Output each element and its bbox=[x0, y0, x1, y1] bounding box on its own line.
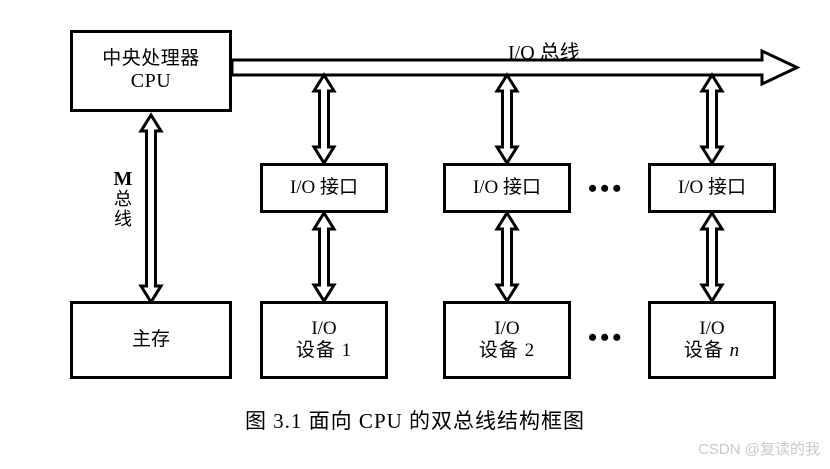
box-io-device-n: I/O 设备 n bbox=[648, 301, 776, 379]
box-io-device-n-index: n bbox=[729, 340, 741, 361]
box-io-device-2-prefix: 设备 bbox=[478, 340, 519, 361]
box-io-device-1-index: 1 bbox=[341, 340, 353, 361]
m-bus-label: M 总线 bbox=[110, 168, 136, 230]
box-io-device-2-label-io: I/O bbox=[494, 317, 520, 339]
box-io-device-2-label-name: 设备 2 bbox=[479, 340, 535, 362]
m-bus-arrow bbox=[138, 112, 164, 305]
m-bus-label-letter: M bbox=[113, 168, 133, 190]
box-main-memory: 主存 bbox=[70, 301, 232, 379]
box-cpu-label-en: CPU bbox=[130, 70, 172, 93]
m-bus-label-cn: 总线 bbox=[114, 189, 132, 229]
connector-bus-to-interface-1 bbox=[311, 72, 337, 166]
box-io-device-1: I/O 设备 1 bbox=[260, 301, 388, 379]
box-io-interface-n-label: I/O 接口 bbox=[677, 176, 747, 198]
ellipsis-interface-row: ••• bbox=[588, 174, 625, 203]
box-io-device-1-label-name: 设备 1 bbox=[296, 340, 352, 362]
box-io-interface-1-label: I/O 接口 bbox=[289, 176, 359, 198]
box-io-interface-2-label: I/O 接口 bbox=[472, 176, 542, 198]
watermark: CSDN @复读的我 bbox=[698, 441, 820, 458]
connector-bus-to-interface-2 bbox=[494, 72, 520, 166]
figure-caption: 图 3.1 面向 CPU 的双总线结构框图 bbox=[244, 409, 586, 433]
box-io-device-1-prefix: 设备 bbox=[295, 340, 336, 361]
box-io-device-2-index: 2 bbox=[524, 340, 536, 361]
ellipsis-device-row: ••• bbox=[588, 323, 625, 352]
box-io-device-n-label-io: I/O bbox=[699, 317, 725, 339]
box-io-interface-1: I/O 接口 bbox=[260, 163, 388, 213]
io-bus-arrow bbox=[230, 48, 801, 87]
box-io-device-n-prefix: 设备 bbox=[683, 340, 724, 361]
connector-interface-to-device-1 bbox=[311, 210, 337, 304]
connector-interface-to-device-2 bbox=[494, 210, 520, 304]
connector-interface-to-device-n bbox=[699, 210, 725, 304]
box-io-device-2: I/O 设备 2 bbox=[443, 301, 571, 379]
box-io-device-1-label-io: I/O bbox=[311, 317, 337, 339]
io-bus-label: I/O 总线 bbox=[508, 42, 580, 64]
box-io-interface-2: I/O 接口 bbox=[443, 163, 571, 213]
box-main-memory-label: 主存 bbox=[131, 328, 170, 350]
box-io-interface-n: I/O 接口 bbox=[648, 163, 776, 213]
box-cpu: 中央处理器 CPU bbox=[70, 30, 232, 112]
box-io-device-n-label-name: 设备 n bbox=[684, 340, 740, 362]
connector-bus-to-interface-n bbox=[699, 72, 725, 166]
box-cpu-label-cn: 中央处理器 bbox=[102, 48, 200, 69]
